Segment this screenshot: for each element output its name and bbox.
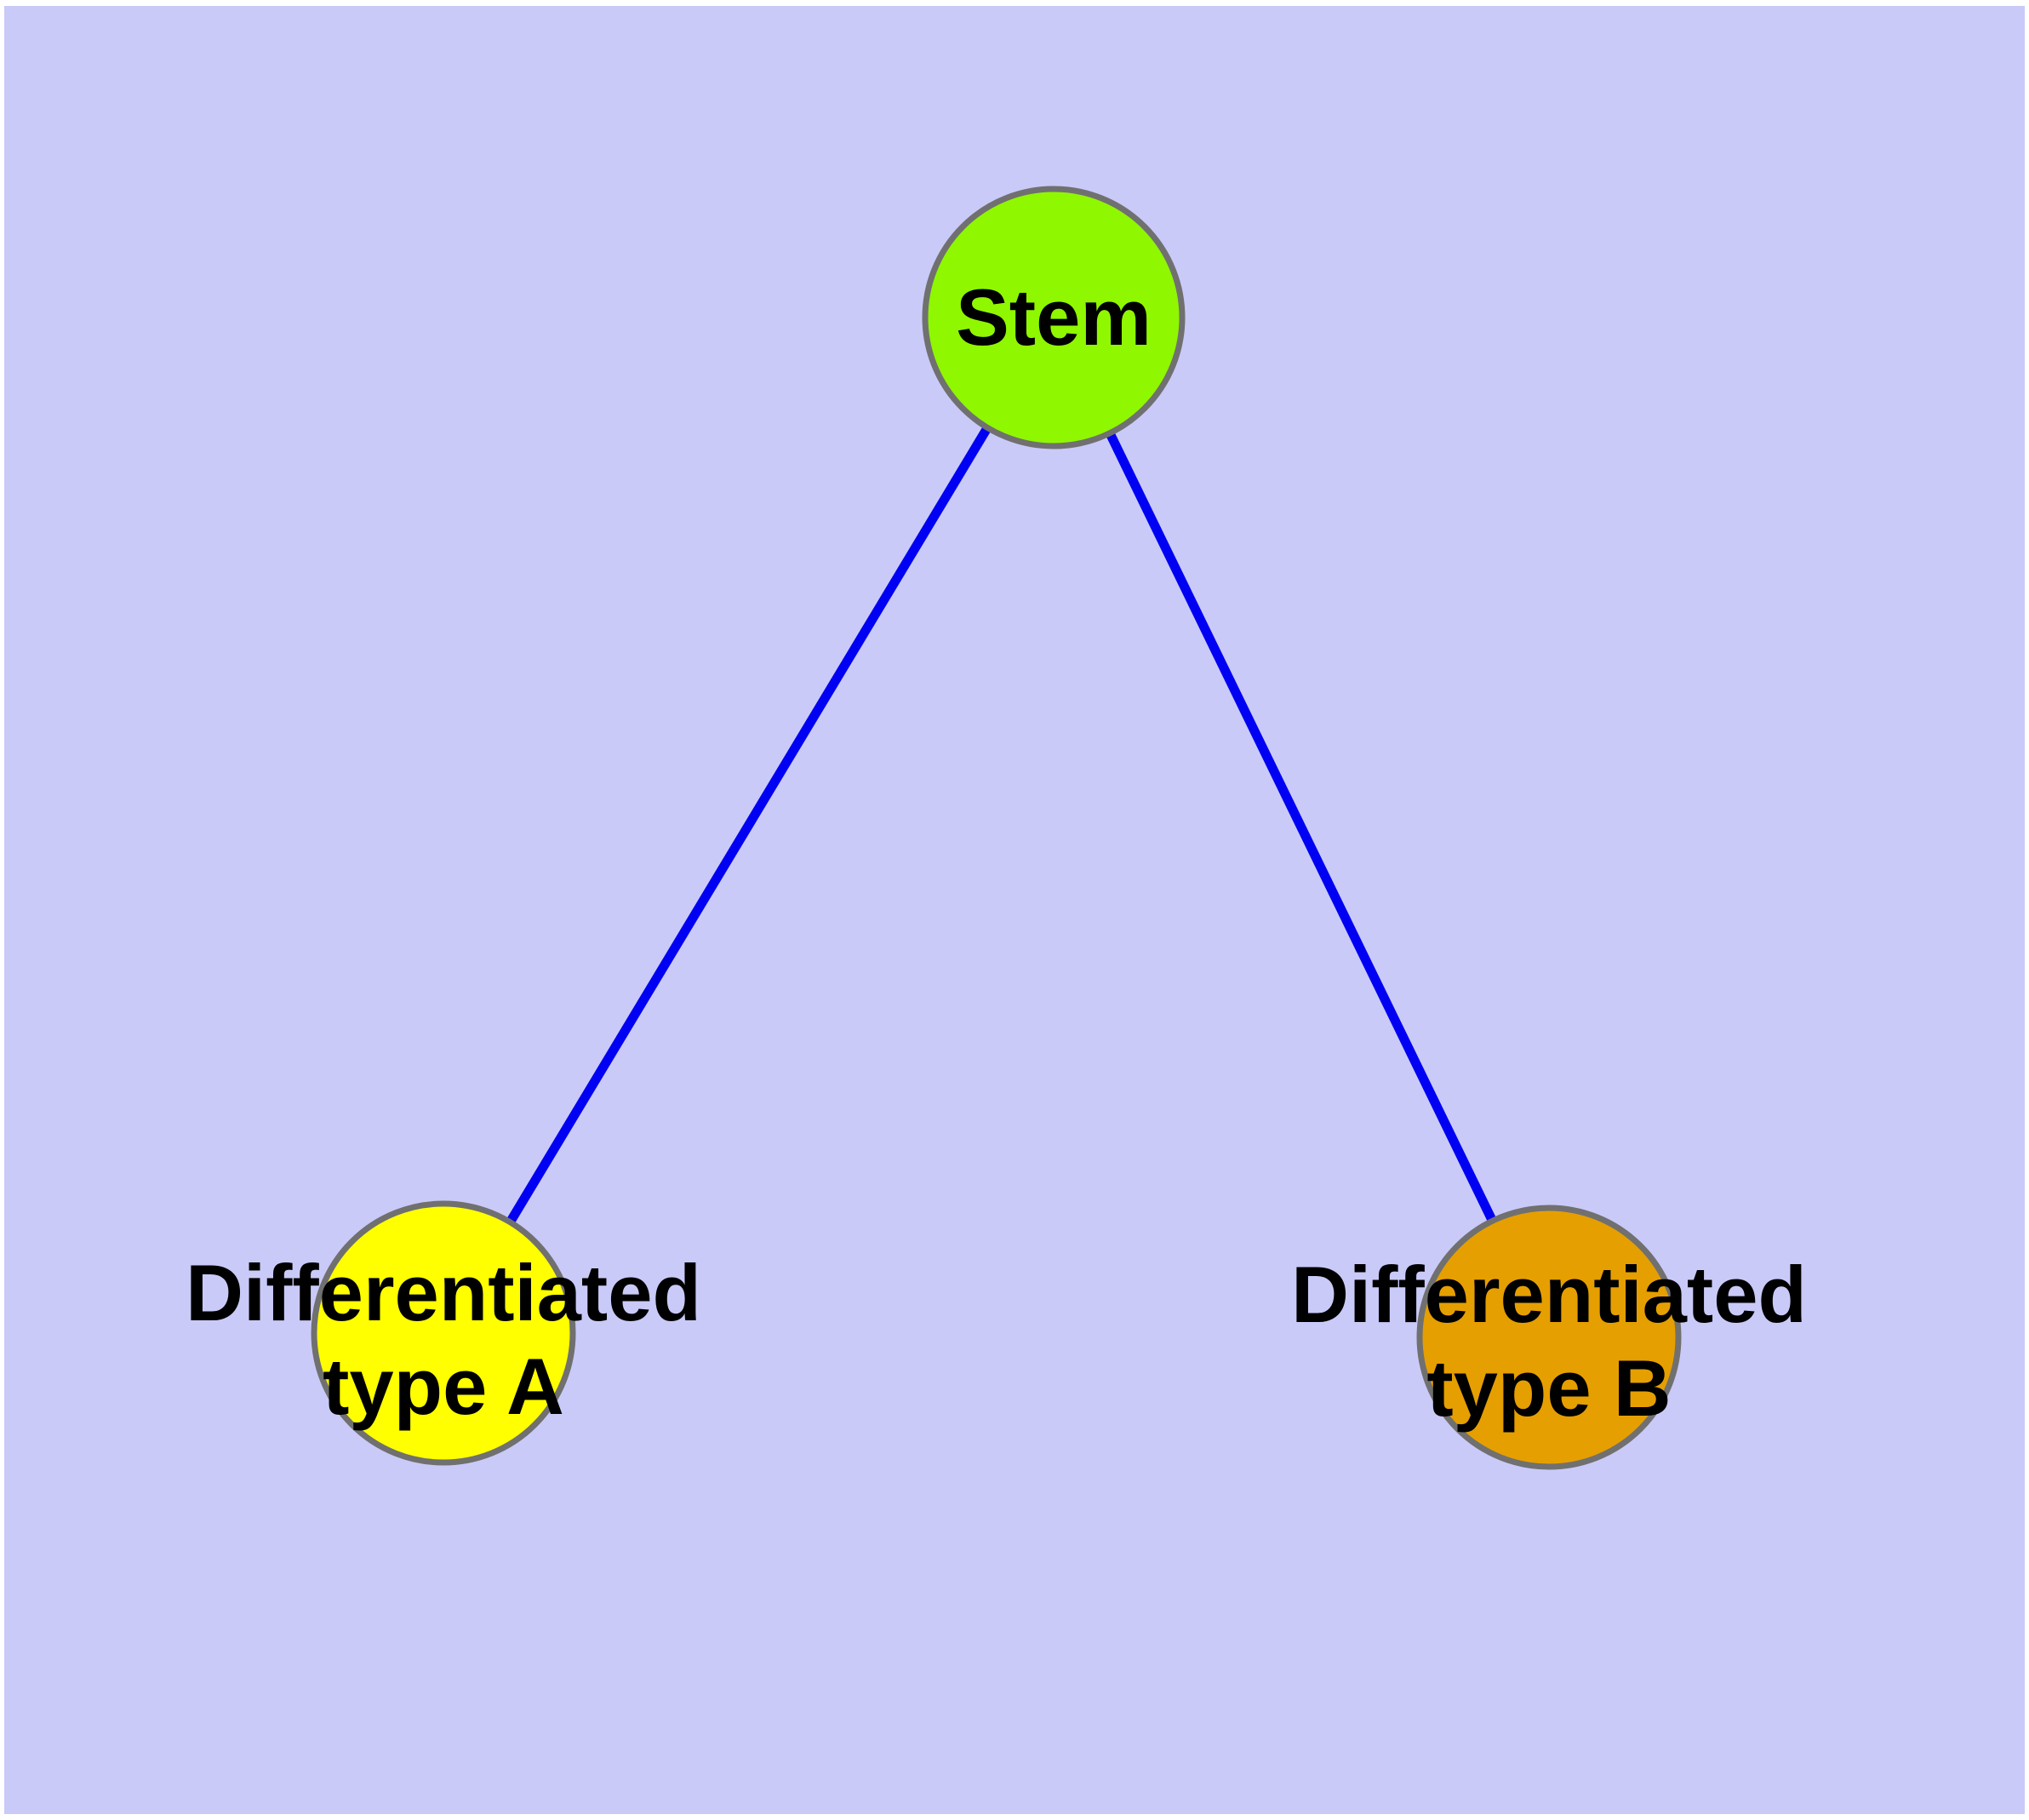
label-line: Differentiated xyxy=(186,1248,701,1337)
node-stem-circle xyxy=(922,186,1186,449)
node-type-a-circle xyxy=(311,1200,576,1466)
edge-stem-to-type-a xyxy=(439,315,1058,1336)
node-type-b-circle xyxy=(1416,1205,1682,1470)
edge-stem-to-type-b xyxy=(1049,315,1553,1340)
node-type-b-label: Differentiated type B xyxy=(1291,1248,1807,1435)
label-line: Stem xyxy=(956,272,1152,362)
label-line: type B xyxy=(1426,1343,1672,1433)
label-line: type A xyxy=(323,1342,564,1431)
label-line: Differentiated xyxy=(1291,1250,1807,1339)
node-type-a-label: Differentiated type A xyxy=(186,1246,701,1434)
node-stem-label: Stem xyxy=(956,271,1152,364)
